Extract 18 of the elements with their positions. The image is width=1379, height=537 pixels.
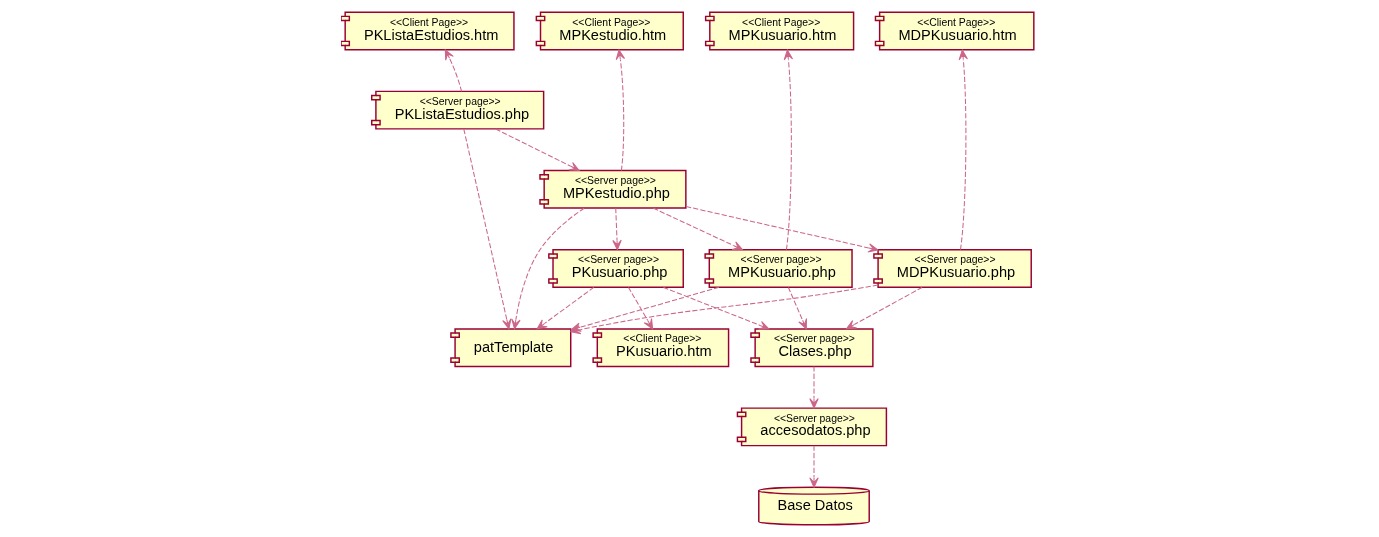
arrow: [536, 286, 595, 330]
arrow: [511, 207, 585, 330]
arrow: [495, 128, 580, 171]
arrow: [570, 286, 720, 332]
arrow: [463, 128, 512, 330]
arrow: [809, 366, 819, 409]
arrow: [628, 286, 654, 330]
arrow: [809, 445, 819, 488]
arrow: [787, 286, 807, 330]
arrow: [615, 49, 626, 172]
arrow: [958, 49, 968, 251]
arrow: [845, 286, 923, 330]
arrow: [783, 49, 794, 251]
arrow: [652, 207, 743, 251]
arrow: [663, 286, 770, 330]
arrow: [444, 49, 463, 92]
arrow: [612, 207, 622, 251]
arrow: [685, 206, 879, 253]
